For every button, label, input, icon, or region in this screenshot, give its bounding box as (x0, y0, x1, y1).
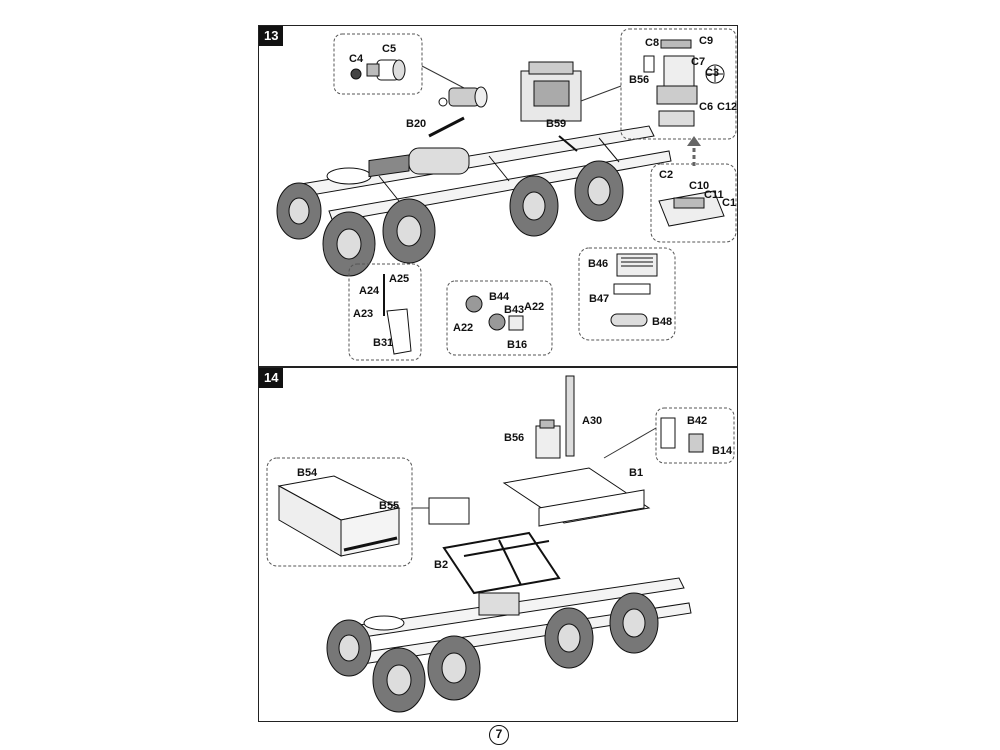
wheels-13 (276, 160, 624, 277)
label-c6: C6 (699, 101, 713, 113)
step-13-number: 13 (259, 26, 284, 46)
engine-block (520, 61, 582, 122)
callout-battery (578, 247, 676, 341)
step-13-panel: 13 C4 C5 B20 (258, 25, 738, 367)
step-14-panel: 14 B54 B55 B2 A30 B56 (258, 367, 738, 722)
label-c10: C10 (689, 180, 709, 192)
label-b20: B20 (406, 118, 426, 130)
callout-b54-b55 (266, 457, 413, 567)
part-b56-filter (535, 419, 561, 459)
engine-block (478, 592, 520, 616)
part-b59 (558, 135, 578, 152)
label-b54: B54 (297, 467, 318, 479)
label-c1: C1 (722, 197, 736, 209)
wheel (322, 211, 376, 277)
label-b14: B14 (712, 445, 733, 457)
callout-c4-c5 (333, 33, 423, 95)
wheel (509, 175, 559, 237)
label-c2: C2 (659, 169, 673, 181)
label-c3: C3 (705, 67, 719, 79)
callout-b42-b14 (655, 407, 735, 464)
label-c11: C11 (704, 189, 724, 201)
wheel (326, 619, 372, 677)
part-drum (465, 295, 524, 331)
tread-plate (368, 154, 410, 178)
label-b48: B48 (652, 316, 672, 328)
part-engine-base (658, 190, 725, 227)
part-battery-box (610, 253, 658, 327)
callout-b43-b44 (446, 280, 553, 356)
part-c4 (350, 68, 362, 80)
part-storage-box (277, 475, 401, 557)
label-c9: C9 (699, 35, 713, 47)
label-c4: C4 (349, 53, 364, 65)
label-b56: B56 (629, 74, 649, 86)
wheel (609, 592, 659, 654)
label-c12: C12 (717, 101, 737, 113)
fifth-wheel-plate (326, 167, 372, 185)
part-b20-rod (428, 116, 465, 138)
label-b55: B55 (379, 500, 399, 512)
wheel (382, 198, 436, 264)
wheel (372, 647, 426, 713)
callout-a23-b31 (348, 263, 422, 361)
label-b47: B47 (589, 293, 609, 305)
step-13-diagram: C4 C5 B20 (276, 28, 737, 361)
fifth-wheel-plate (363, 615, 405, 631)
leader-engine (580, 85, 622, 102)
part-b1-fenders (502, 467, 651, 527)
assembly-arrow-head (687, 136, 701, 146)
part-b2-frame (442, 531, 561, 595)
part-small-box (428, 497, 470, 525)
part-c5-hub (366, 59, 406, 81)
label-b44: B44 (489, 291, 510, 303)
label-a25: A25 (389, 273, 409, 285)
step-14-number: 14 (259, 368, 284, 388)
label-b59: B59 (546, 118, 566, 130)
label-a23: A23 (353, 308, 373, 320)
wheel (574, 160, 624, 222)
callout-base-parts (650, 163, 737, 243)
wheel (276, 182, 322, 240)
part-mudflap-bracket (383, 274, 412, 355)
part-a30-exhaust (565, 375, 575, 457)
wheel (427, 635, 481, 701)
wheels-14 (326, 592, 659, 713)
label-a22-right: A22 (524, 301, 544, 313)
label-b46: B46 (588, 258, 608, 270)
label-b16: B16 (507, 339, 527, 351)
label-b43: B43 (504, 304, 524, 316)
part-hub-assembly (438, 86, 488, 108)
label-b2: B2 (434, 559, 448, 571)
label-a22-left: A22 (453, 322, 473, 334)
label-b1: B1 (629, 467, 643, 479)
label-c5: C5 (382, 43, 396, 55)
label-b42: B42 (687, 415, 707, 427)
step-14-diagram: B54 B55 B2 A30 B56 B42 B14 (266, 375, 735, 713)
leader-c5 (421, 65, 465, 89)
page-number: 7 (489, 725, 509, 745)
part-engine-detail (643, 39, 725, 127)
label-b56: B56 (504, 432, 524, 444)
fuel-tank (408, 147, 470, 175)
label-a24: A24 (359, 285, 380, 297)
label-c8: C8 (645, 37, 659, 49)
leader-b42 (603, 427, 657, 459)
callout-engine-parts (620, 28, 737, 140)
label-b31: B31 (373, 337, 393, 349)
label-c7: C7 (691, 56, 705, 68)
part-mirror (660, 417, 704, 453)
wheel (544, 607, 594, 669)
label-a30: A30 (582, 415, 602, 427)
